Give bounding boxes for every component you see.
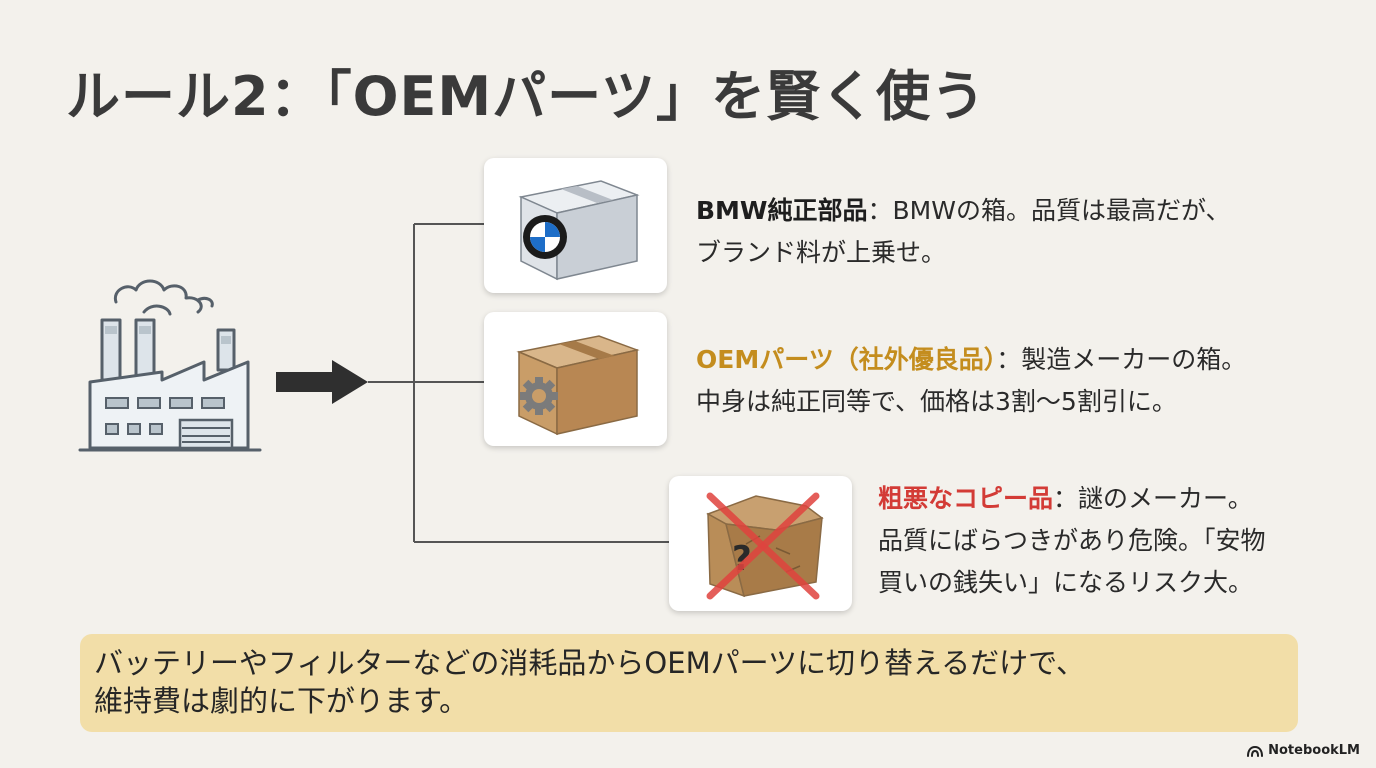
bmw-box-card (484, 158, 667, 293)
item-copy-separator: ： (1053, 484, 1079, 513)
flow-connectors (276, 223, 670, 543)
item-copy-line-3: 買いの銭失い」になるリスク大。 (878, 568, 1254, 597)
item-bmw-separator: ： (867, 196, 893, 225)
brand-label: NotebookLM (1268, 743, 1360, 758)
item-bmw-line-2: ブランド料が上乗せ。 (696, 238, 947, 267)
item-copy-line-2: 品質にばらつきがあり危険。「安物 (878, 526, 1266, 555)
notebooklm-brand: NotebookLM (1247, 743, 1360, 758)
copy-box-card: ? (669, 476, 852, 611)
summary-note: バッテリーやフィルターなどの消耗品からOEMパーツに切り替えるだけで、 維持費は… (80, 634, 1298, 732)
item-bmw-label: BMW純正部品 (696, 196, 868, 225)
summary-line-1: バッテリーやフィルターなどの消耗品からOEMパーツに切り替えるだけで、 (94, 646, 1085, 680)
factory-icon (78, 279, 262, 452)
item-oem-line-1: 製造メーカーの箱。 (1021, 345, 1247, 374)
bmw-box-icon (518, 179, 640, 280)
item-oem-line-2: 中身は純正同等で、価格は3割〜5割引に。 (696, 387, 1177, 416)
item-copy-description: 粗悪なコピー品：謎のメーカー。 品質にばらつきがあり危険。「安物 買いの銭失い」… (878, 478, 1266, 604)
item-copy-label: 粗悪なコピー品 (878, 484, 1054, 513)
item-bmw-line-1: BMWの箱。品質は最高だが、 (892, 196, 1231, 225)
summary-line-2: 維持費は劇的に下がります。 (94, 684, 469, 718)
gear-box-icon (515, 335, 640, 436)
notebooklm-logo-icon (1247, 745, 1264, 757)
item-oem-description: OEMパーツ（社外優良品）：製造メーカーの箱。 中身は純正同等で、価格は3割〜5… (696, 339, 1246, 423)
page-title: ルール2：「OEMパーツ」を賢く使う (66, 65, 987, 128)
item-oem-label: OEMパーツ（社外優良品） (696, 345, 997, 374)
item-bmw-description: BMW純正部品：BMWの箱。品質は最高だが、 ブランド料が上乗せ。 (696, 190, 1230, 274)
item-copy-line-1: 謎のメーカー。 (1078, 484, 1253, 513)
question-box-crossed-icon: ? (705, 492, 824, 599)
flow-arrow (276, 360, 368, 404)
oem-box-card (484, 312, 667, 446)
item-oem-separator: ： (996, 345, 1022, 374)
